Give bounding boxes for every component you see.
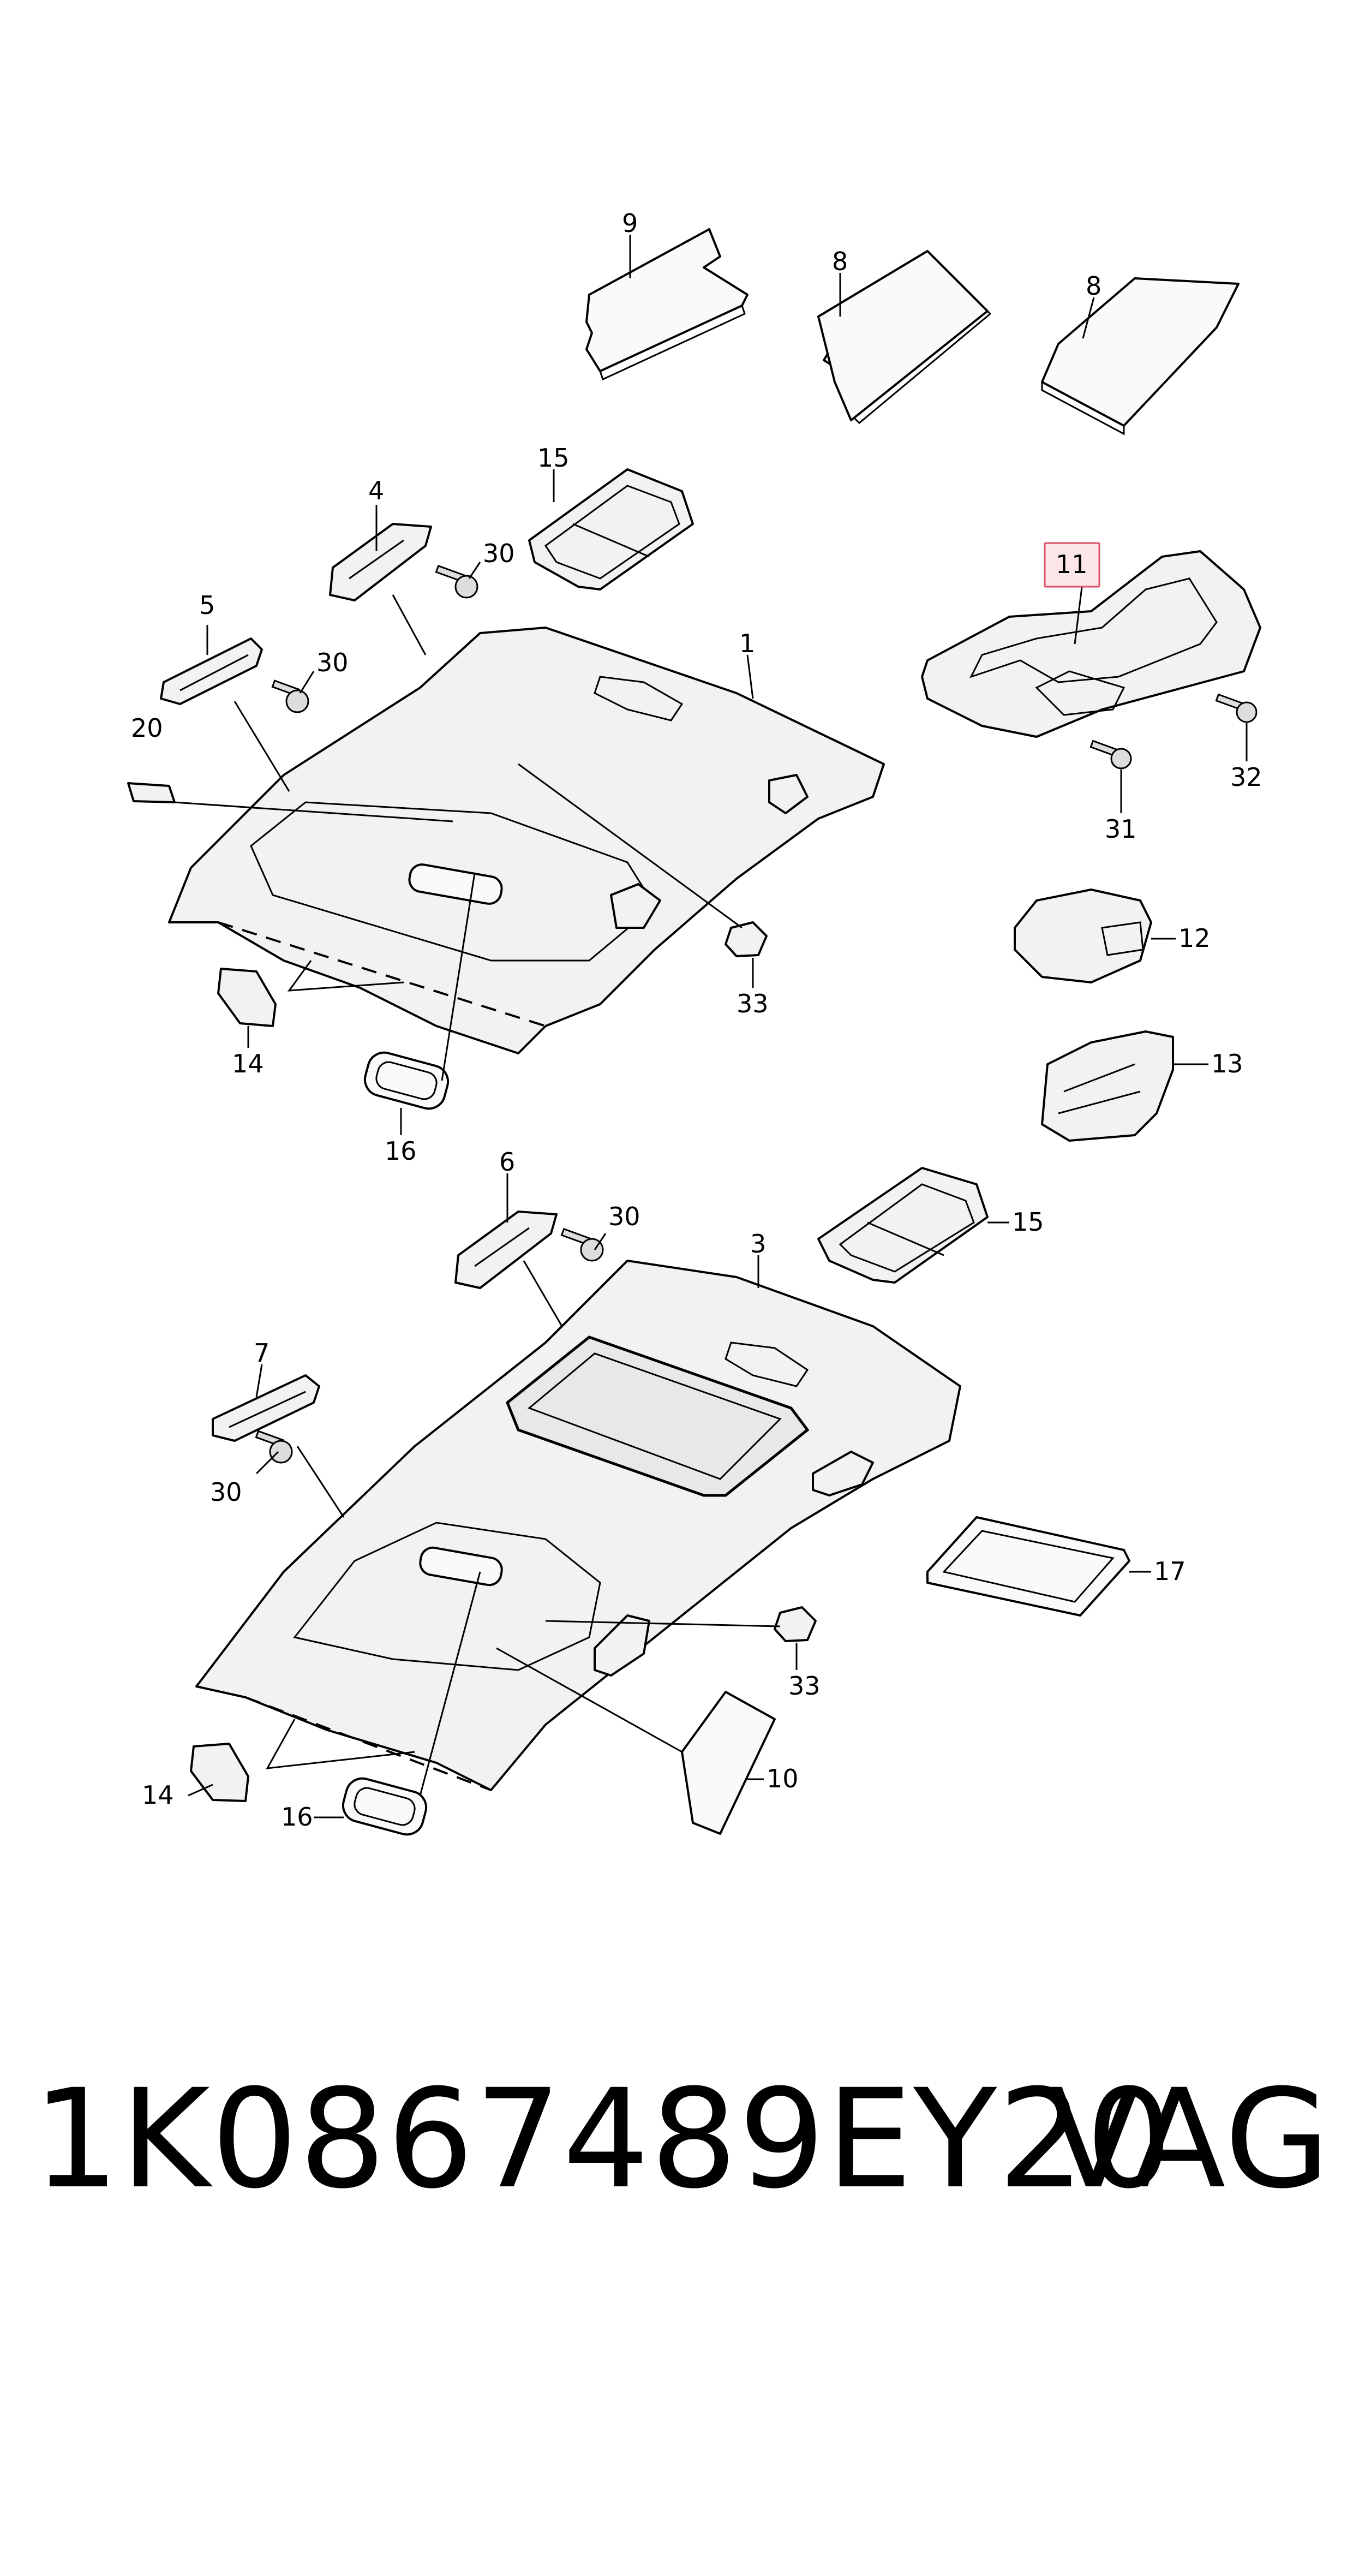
screw-30-top-b [271, 679, 309, 713]
grab-handle-4 [329, 523, 432, 601]
screw-30-mid-b [255, 1430, 293, 1464]
frame-15-top [528, 468, 694, 591]
callout-3: 3 [750, 1229, 766, 1259]
callout-4: 4 [368, 476, 384, 505]
callout-30-a: 30 [483, 539, 515, 568]
callout-15-top: 15 [537, 443, 570, 473]
grab-handle-7 [212, 1374, 320, 1442]
seal-17 [926, 1516, 1130, 1617]
callout-13: 13 [1211, 1049, 1243, 1078]
callout-12: 12 [1178, 923, 1211, 953]
screw-30-mid-a [560, 1227, 604, 1262]
pad-14-top [217, 968, 277, 1027]
callout-9: 9 [622, 208, 638, 238]
cover-12 [1014, 889, 1152, 983]
parts-diagram: 9 8 8 4 15 30 5 30 1 20 33 14 16 11 31 3… [127, 208, 1262, 1836]
screw-30-top-a [435, 564, 478, 599]
callout-5: 5 [199, 591, 215, 620]
seal-16-bottom [342, 1777, 428, 1836]
callout-14-bottom: 14 [142, 1780, 174, 1810]
insulation-pad-8-center [817, 250, 992, 425]
pad-14-bottom [190, 1743, 249, 1802]
grab-handle-6 [454, 1211, 558, 1289]
screw-32 [1215, 693, 1258, 723]
roof-console-11 [921, 550, 1261, 738]
cover-13 [1041, 1030, 1174, 1142]
insulation-pad-8-right [1041, 277, 1240, 436]
callout-15-bottom: 15 [1012, 1207, 1044, 1237]
headliner-3 [195, 1260, 961, 1791]
callout-8-center: 8 [832, 247, 848, 276]
callout-14-top: 14 [232, 1049, 264, 1078]
frame-15-bottom [817, 1167, 989, 1284]
callout-11: 11 [1056, 550, 1088, 579]
grab-handle-5 [160, 637, 263, 705]
leader-lines [174, 235, 1248, 1818]
callout-20: 20 [131, 713, 163, 743]
callout-10: 10 [767, 1764, 799, 1793]
clip-33-bottom [774, 1606, 817, 1642]
footer-part-number: 1K0867489EY20 VAG [33, 2052, 1331, 2227]
callout-33-bottom: 33 [788, 1671, 821, 1701]
callout-30-d: 30 [210, 1477, 242, 1507]
callout-labels: 9 8 8 4 15 30 5 30 1 20 33 14 16 11 31 3… [131, 208, 1262, 1832]
callout-8-right: 8 [1086, 271, 1101, 301]
callout-32: 32 [1230, 762, 1262, 792]
callout-31: 31 [1105, 814, 1137, 844]
highlight-box-11 [1044, 542, 1100, 588]
callout-7: 7 [254, 1338, 270, 1368]
clip-33-top [725, 921, 768, 957]
callout-30-c: 30 [608, 1202, 640, 1231]
pad-10 [681, 1691, 776, 1835]
screw-31 [1089, 740, 1132, 770]
callout-6: 6 [499, 1147, 515, 1177]
headliner-1 [168, 627, 885, 1054]
callout-16-top: 16 [385, 1136, 417, 1166]
part-number-text: 1K0867489EY20 [33, 2060, 1174, 2219]
callout-16-bottom: 16 [281, 1802, 313, 1832]
callout-1: 1 [739, 629, 755, 658]
callout-17: 17 [1154, 1557, 1186, 1586]
trim-20 [127, 782, 176, 803]
brand-text: VAG [1046, 2060, 1331, 2219]
callout-33-top: 33 [737, 989, 769, 1018]
insulation-pad-9 [585, 228, 749, 381]
callout-30-b: 30 [316, 648, 349, 677]
seal-16-top [363, 1051, 450, 1110]
